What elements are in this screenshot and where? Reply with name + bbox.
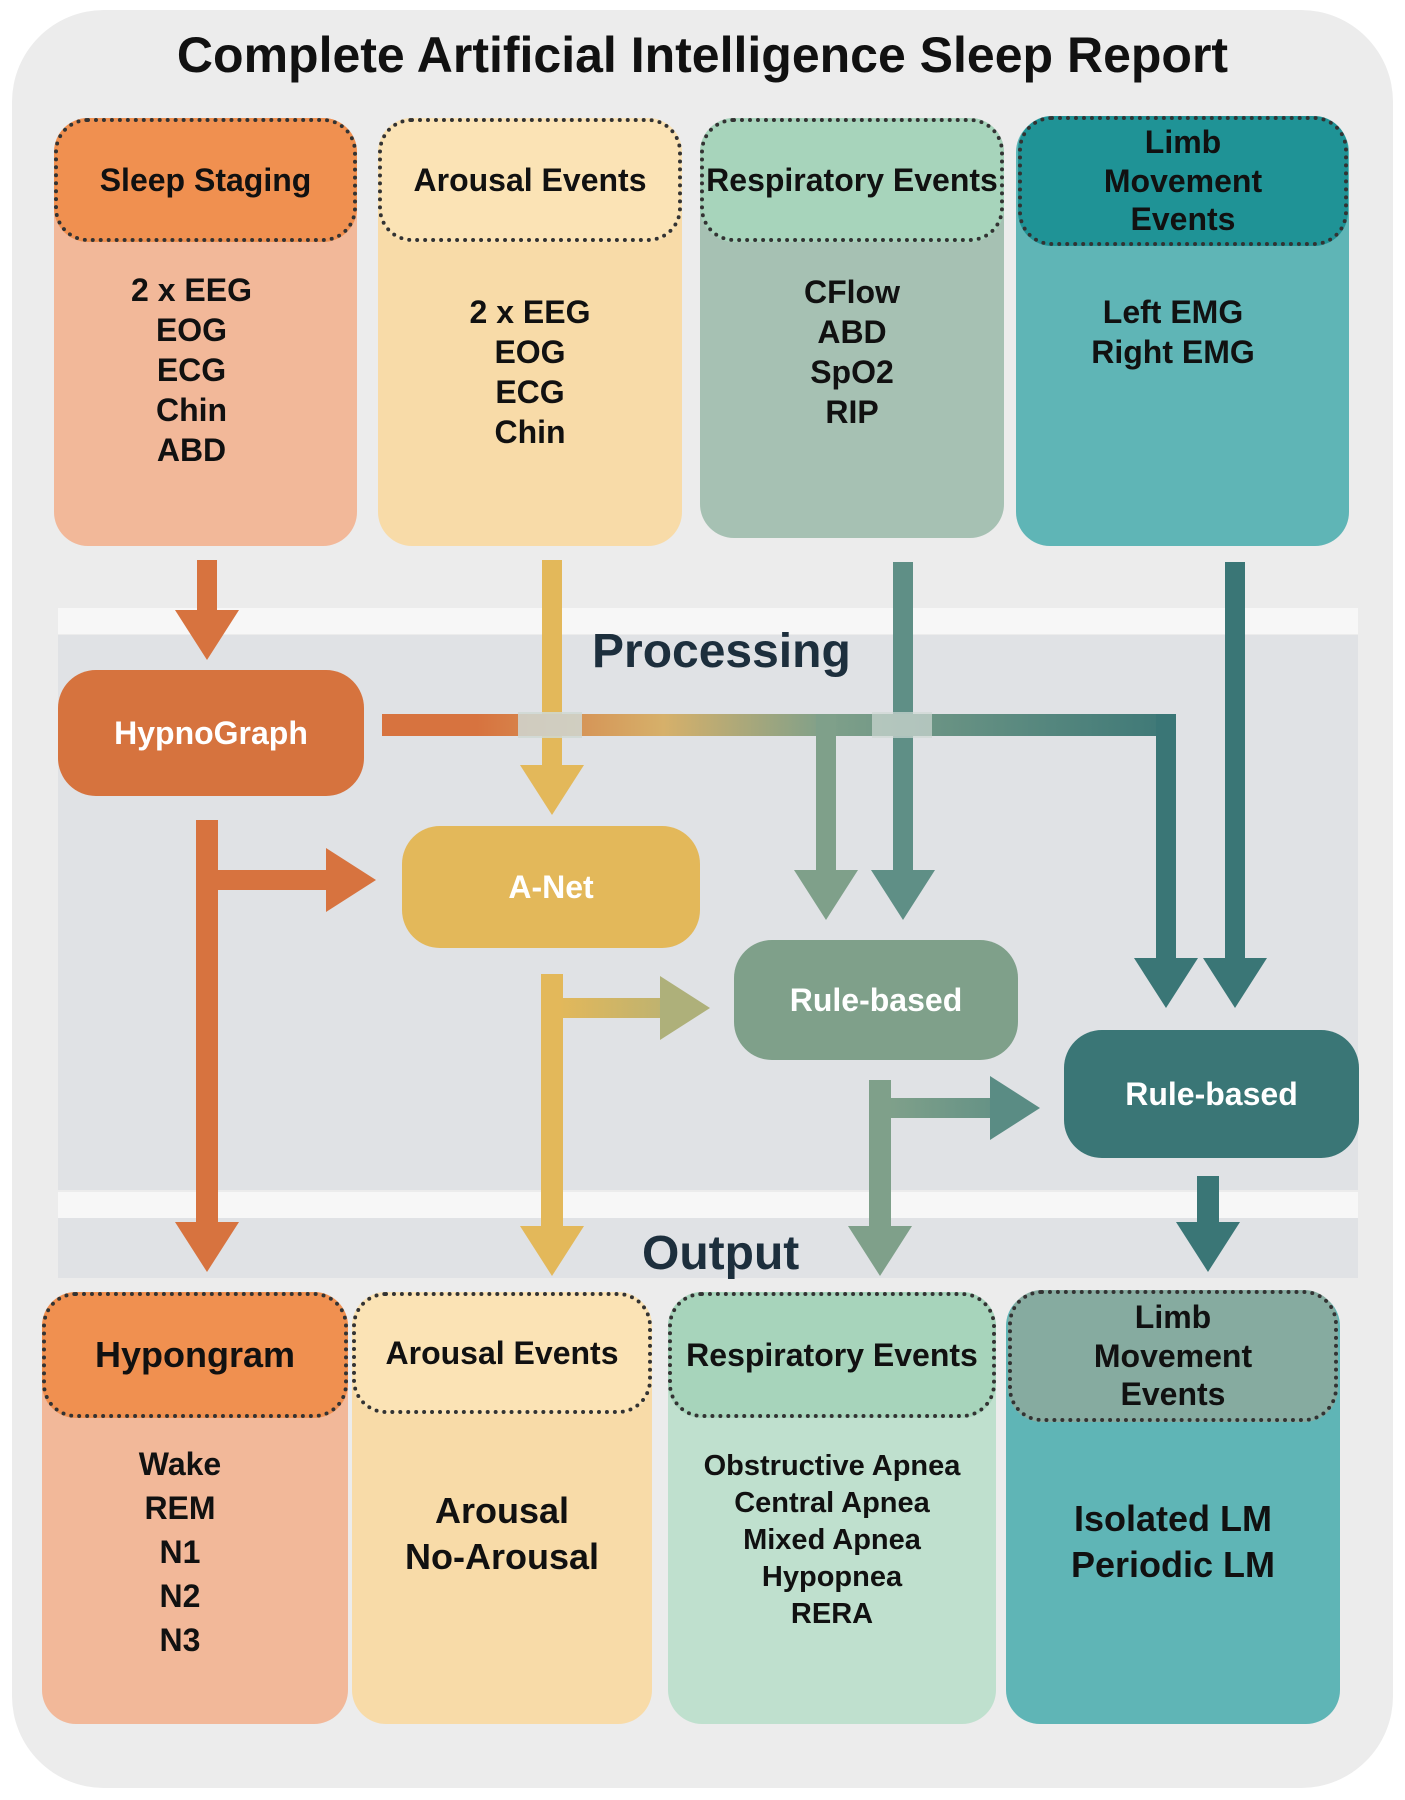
output-header-limb-movement-events: Limb Movement Events [1008, 1290, 1338, 1422]
signal-item: ECG [495, 374, 565, 410]
output-header-respiratory-events: Respiratory Events [668, 1292, 996, 1418]
output-band [58, 1218, 1358, 1278]
output-item: Isolated LM [1073, 1498, 1273, 1539]
report-title: Complete Artificial Intelligence Sleep R… [176, 27, 1229, 83]
output-item: Obstructive Apnea [703, 1450, 961, 1482]
arrow-shaft [869, 1080, 891, 1230]
arrow-shaft [197, 560, 217, 612]
arrow-shaft [816, 714, 836, 874]
arrow-shaft [196, 820, 218, 1228]
input-signals-arousal-events: 2 x EEG EOG ECG Chin [378, 292, 682, 452]
arrow-shaft [1156, 714, 1176, 964]
arrow-shaft [216, 870, 328, 890]
processing-band-top-highlight [58, 608, 1358, 634]
output-header-hypnogram: Hypongram [42, 1292, 348, 1418]
arrow-head [794, 870, 858, 920]
signal-item: CFlow [804, 274, 900, 310]
arrow-shaft [1225, 562, 1245, 962]
output-item: REM [144, 1490, 216, 1526]
arrow-head [848, 1226, 912, 1276]
output-band-top-highlight [58, 1192, 1358, 1218]
output-items-hypnogram: Wake REM N1 N2 N3 [42, 1442, 318, 1662]
output-label: Output [642, 1227, 800, 1280]
output-items-arousal-events: Arousal No-Arousal [352, 1488, 652, 1580]
processing-label: Processing [592, 625, 851, 678]
signal-item: 2 x EEG [469, 294, 591, 330]
signal-item: Left EMG [1102, 294, 1244, 330]
input-header-respiratory-events: Respiratory Events [700, 118, 1004, 242]
arrow-shaft [561, 998, 663, 1018]
output-items-respiratory-events: Obstructive Apnea Central Apnea Mixed Ap… [668, 1448, 996, 1633]
output-item: Wake [138, 1446, 222, 1482]
hypnograph-node: HypnoGraph [58, 670, 364, 796]
input-header-arousal-events: Arousal Events [378, 118, 682, 242]
rule-based-limb-node: Rule-based [1064, 1030, 1359, 1158]
signal-item: Chin [494, 414, 566, 450]
output-item: Central Apnea [734, 1487, 930, 1519]
signal-item: ABD [817, 314, 887, 350]
input-header-sleep-staging: Sleep Staging [54, 118, 357, 242]
signal-item: EOG [494, 334, 566, 370]
input-signals-sleep-staging: 2 x EEG EOG ECG Chin ABD [54, 270, 329, 470]
signal-item: RIP [825, 394, 879, 430]
output-item: Hypopnea [761, 1561, 903, 1593]
signal-item: EOG [155, 312, 228, 348]
arrow-head [1134, 958, 1198, 1008]
output-item: No-Arousal [404, 1536, 599, 1577]
arrow-crossing [872, 712, 932, 738]
arrow-shaft [889, 1098, 993, 1118]
signal-item: Chin [155, 392, 228, 428]
arrow-head [990, 1076, 1040, 1140]
arrow-shaft [542, 560, 562, 770]
arrow-head [1203, 958, 1267, 1008]
arrow-head [175, 1222, 239, 1272]
arrow-head [1176, 1222, 1240, 1272]
arrow-head [326, 848, 376, 912]
arrow-head [520, 765, 584, 815]
output-item: N2 [159, 1578, 201, 1614]
signal-item: ABD [156, 432, 227, 468]
anet-node: A-Net [402, 826, 700, 948]
output-header-arousal-events: Arousal Events [352, 1292, 652, 1414]
rule-based-respiratory-node: Rule-based [734, 940, 1018, 1060]
arrow-head [520, 1226, 584, 1276]
output-item: Mixed Apnea [743, 1524, 921, 1556]
arrow-shaft [541, 974, 563, 1232]
input-signals-respiratory-events: CFlow ABD SpO2 RIP [700, 272, 1004, 432]
output-item: RERA [790, 1598, 874, 1630]
arrow-shaft [1197, 1176, 1219, 1224]
signal-item: SpO2 [810, 354, 894, 390]
arrow-head [660, 976, 710, 1040]
arrow-head [175, 610, 239, 660]
output-item: N1 [159, 1534, 201, 1570]
signal-item: 2 x EEG [131, 272, 252, 308]
arrow-shaft [382, 714, 1176, 736]
output-item: N3 [159, 1622, 201, 1658]
input-header-limb-movement-events: Limb Movement Events [1018, 116, 1348, 246]
input-signals-limb-movement-events: Left EMG Right EMG [1016, 292, 1330, 372]
output-item: Periodic LM [1070, 1544, 1276, 1585]
arrow-head [871, 870, 935, 920]
signal-item: Right EMG [1091, 334, 1255, 370]
arrow-crossing [518, 712, 582, 738]
output-items-limb-movement-events: Isolated LM Periodic LM [1006, 1496, 1340, 1588]
signal-item: ECG [156, 352, 227, 388]
output-item: Arousal [434, 1490, 570, 1531]
